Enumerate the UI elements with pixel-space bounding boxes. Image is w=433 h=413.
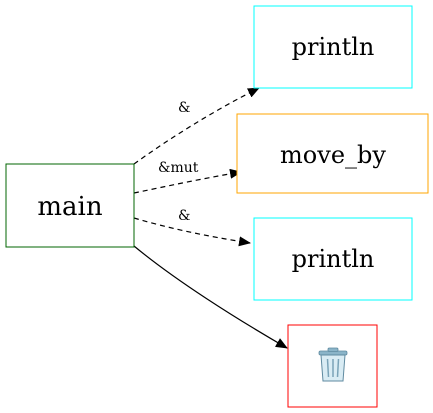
trash-can-icon [318,347,348,382]
node-main-label: main [37,192,102,222]
edge-label-ref: & [178,100,190,116]
edge-line [133,217,251,247]
edge-main-to-println-2: & [133,208,251,247]
node-move-by-box [236,113,429,194]
node-main: main [5,163,135,248]
node-println-1: println [253,5,413,89]
node-println-2: println [253,217,413,301]
node-println-2-label: println [292,245,375,273]
edge-line [133,168,242,194]
node-drop [287,324,378,408]
edge-label-mut-ref: &mut [158,160,199,176]
node-println-2-box [253,217,413,301]
edge-line [133,87,260,165]
node-drop-box [287,324,378,408]
node-move-by: move_by [236,113,429,194]
node-main-box [5,163,135,248]
node-println-1-label: println [292,33,375,61]
edge-main-to-drop [133,245,288,349]
node-println-1-box [253,5,413,89]
edge-main-to-move-by: &mut [133,160,242,194]
edge-label-ref: & [178,208,190,224]
edge-main-to-println-1: & [133,87,260,165]
node-move-by-label: move_by [280,141,386,169]
edge-line [133,245,288,349]
